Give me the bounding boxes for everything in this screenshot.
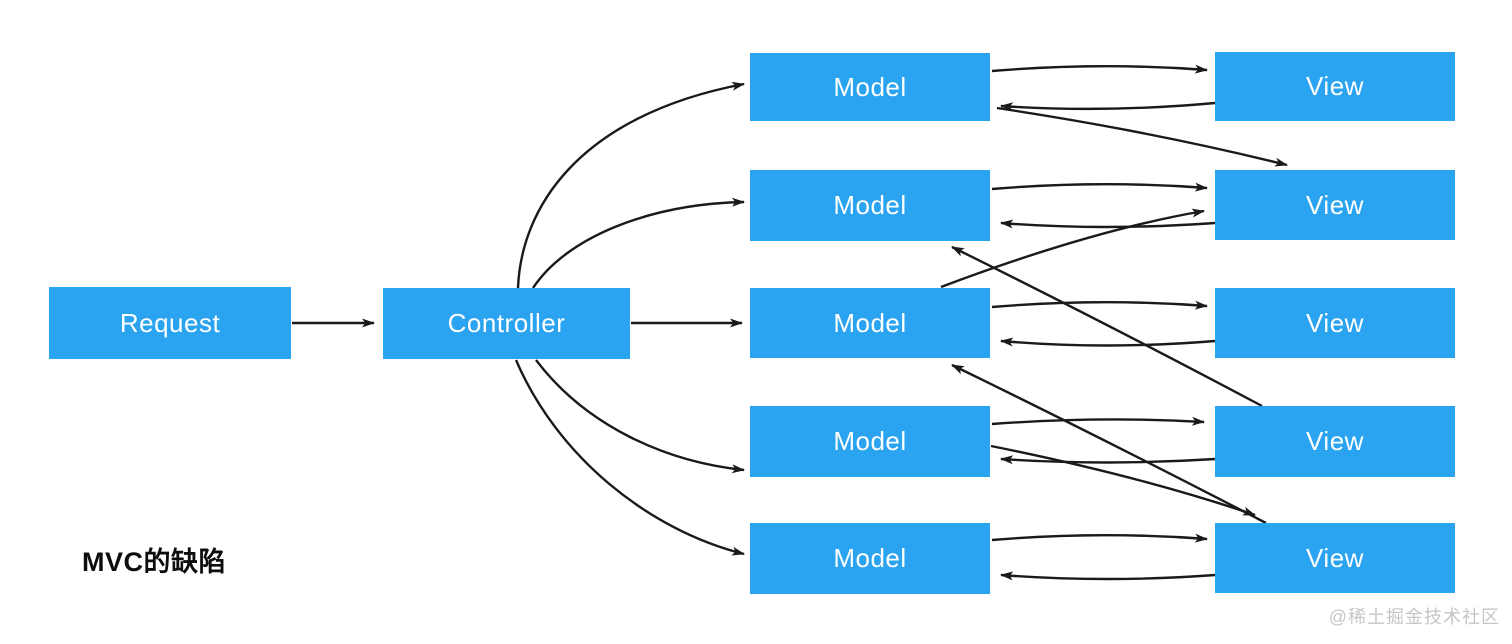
edge-model-3-to-view-2 <box>940 208 1205 289</box>
watermark: @稀土掘金技术社区 <box>1328 607 1500 627</box>
edge-model-5-to-view-5 <box>991 533 1208 543</box>
edge-view-2-to-model-2 <box>1000 219 1216 229</box>
node-model-3: Model <box>750 288 990 358</box>
edge-controller-to-model-4 <box>535 359 745 474</box>
edge-model-1-to-view-2 <box>996 106 1288 167</box>
edge-model-4-to-view-5 <box>990 444 1256 517</box>
diagram-title: MVC的缺陷 <box>82 547 226 577</box>
edge-model-4-to-view-4 <box>991 416 1205 426</box>
edge-view-5-to-model-5 <box>1000 571 1216 581</box>
node-view-3: View <box>1215 288 1455 358</box>
node-model-1: Model <box>750 53 990 121</box>
node-controller: Controller <box>383 288 630 359</box>
edge-view-4-to-model-2 <box>951 245 1263 408</box>
edge-model-3-to-view-3 <box>991 300 1208 310</box>
edge-controller-to-model-1 <box>516 81 745 289</box>
edge-controller-to-model-5 <box>514 359 745 556</box>
edge-view-1-to-model-1 <box>1000 101 1216 112</box>
node-request: Request <box>49 287 291 359</box>
node-model-2: Model <box>750 170 990 241</box>
node-view-2: View <box>1215 170 1455 240</box>
edge-view-4-to-model-4 <box>1000 455 1216 465</box>
node-view-4: View <box>1215 406 1455 477</box>
edge-view-5-to-model-3 <box>951 363 1267 525</box>
edge-view-3-to-model-3 <box>1000 337 1216 347</box>
node-model-5: Model <box>750 523 990 594</box>
edge-model-2-to-view-2 <box>991 182 1208 192</box>
node-view-1: View <box>1215 52 1455 121</box>
edge-model-1-to-view-1 <box>991 64 1208 74</box>
node-model-4: Model <box>750 406 990 477</box>
node-view-5: View <box>1215 523 1455 593</box>
edge-controller-to-model-2 <box>531 197 745 289</box>
